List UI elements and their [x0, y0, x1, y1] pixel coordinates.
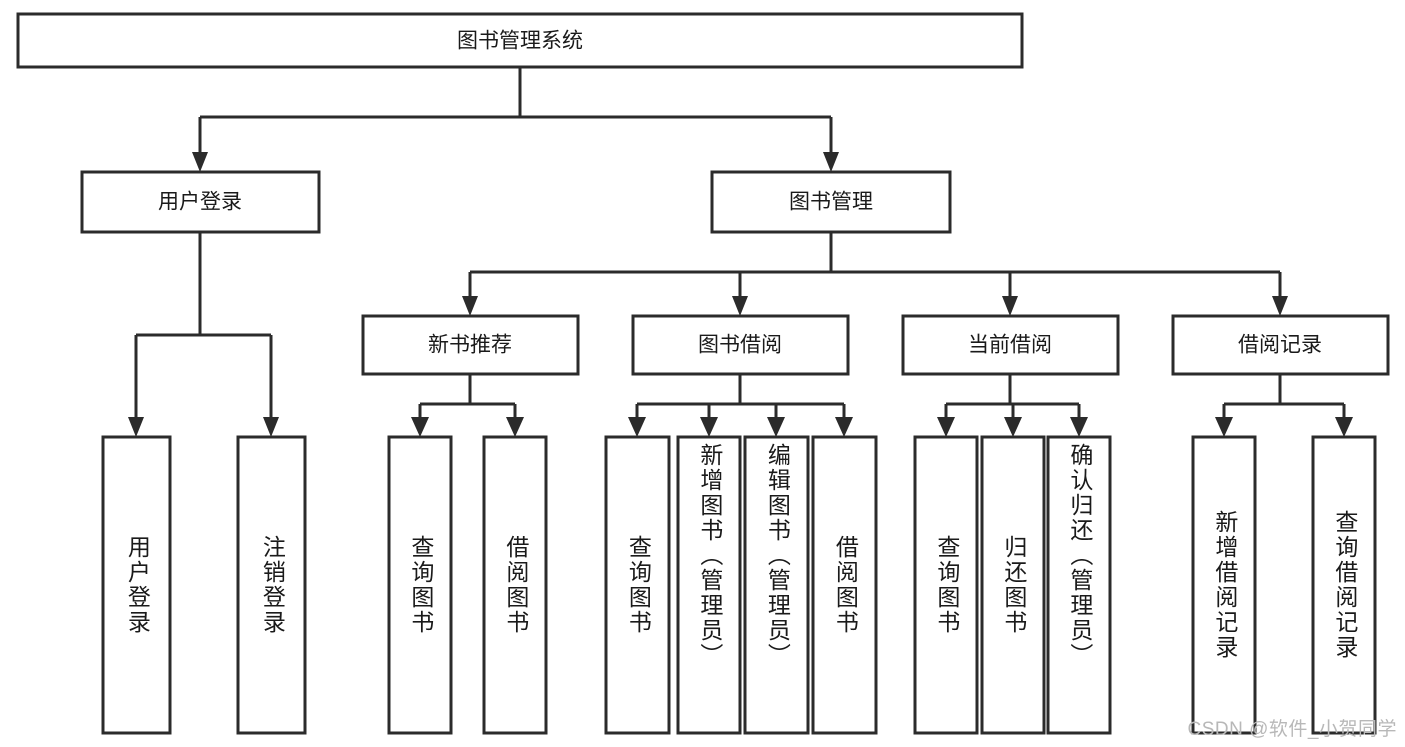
arrow-head-current-borrow	[1002, 296, 1018, 316]
node-box-new-book-recommend[interactable]	[361, 314, 580, 376]
arrow-head-new-book-recommend	[462, 296, 478, 316]
node-box-leaf-borrow-book-2[interactable]	[811, 435, 878, 735]
node-box-leaf-confirm-return-admin[interactable]	[1046, 435, 1112, 735]
arrow-head-leaf-return-book	[1004, 417, 1022, 437]
node-layer: 图书管理系统 用户登录 图书管理 新书推荐 图书借阅 当前借阅 借阅记录	[16, 12, 1390, 735]
node-label-book-borrow: 图书借阅	[698, 334, 782, 357]
arrow-head-book-borrow	[732, 296, 748, 316]
node-box-leaf-borrow-book-1[interactable]	[482, 435, 548, 735]
node-label-book-manage: 图书管理	[789, 191, 873, 214]
node-label-new-book-recommend: 新书推荐	[428, 334, 512, 357]
node-box-leaf-user-login[interactable]	[101, 435, 172, 735]
arrow-head-borrow-record	[1272, 296, 1288, 316]
node-box-leaf-query-book-2[interactable]	[604, 435, 671, 735]
node-box-leaf-return-book[interactable]	[980, 435, 1046, 735]
node-box-user-login[interactable]	[80, 170, 321, 234]
node-box-leaf-query-book-1[interactable]	[387, 435, 453, 735]
node-box-leaf-query-borrow-record[interactable]	[1311, 435, 1377, 735]
arrow-head-leaf-query-book-3	[937, 417, 955, 437]
arrow-head-leaf-borrow-book-2	[835, 417, 853, 437]
node-box-leaf-add-book-admin[interactable]	[676, 435, 742, 735]
arrow-head-leaf-add-borrow-record	[1215, 417, 1233, 437]
node-label-current-borrow: 当前借阅	[968, 334, 1052, 357]
node-label-root: 图书管理系统	[457, 30, 583, 53]
node-box-leaf-logout-login[interactable]	[236, 435, 307, 735]
arrow-head-user-login	[192, 152, 208, 172]
arrow-head-leaf-query-book-1	[411, 417, 429, 437]
arrow-head-leaf-confirm-return-admin	[1070, 417, 1088, 437]
node-label-borrow-record: 借阅记录	[1238, 334, 1322, 357]
watermark-text: CSDN @软件_小贺同学	[1187, 719, 1397, 740]
node-box-borrow-record[interactable]	[1171, 314, 1390, 376]
arrow-head-leaf-query-borrow-record	[1335, 417, 1353, 437]
node-box-leaf-edit-book-admin[interactable]	[743, 435, 810, 735]
node-box-current-borrow[interactable]	[901, 314, 1120, 376]
arrow-head-leaf-query-book-2	[628, 417, 646, 437]
arrow-head-leaf-add-book-admin	[700, 417, 718, 437]
arrow-head-leaf-user-login	[128, 417, 144, 437]
node-box-book-manage[interactable]	[710, 170, 952, 234]
arrow-head-leaf-edit-book-admin	[767, 417, 785, 437]
connector-layer	[128, 67, 1353, 437]
arrow-head-book-manage	[823, 152, 839, 172]
node-box-book-borrow[interactable]	[631, 314, 850, 376]
node-box-leaf-query-book-3[interactable]	[913, 435, 979, 735]
node-label-user-login: 用户登录	[158, 191, 242, 214]
arrow-head-leaf-logout-login	[263, 417, 279, 437]
node-box-root[interactable]	[16, 12, 1024, 69]
node-box-leaf-add-borrow-record[interactable]	[1191, 435, 1257, 735]
arrow-head-leaf-borrow-book-1	[506, 417, 524, 437]
